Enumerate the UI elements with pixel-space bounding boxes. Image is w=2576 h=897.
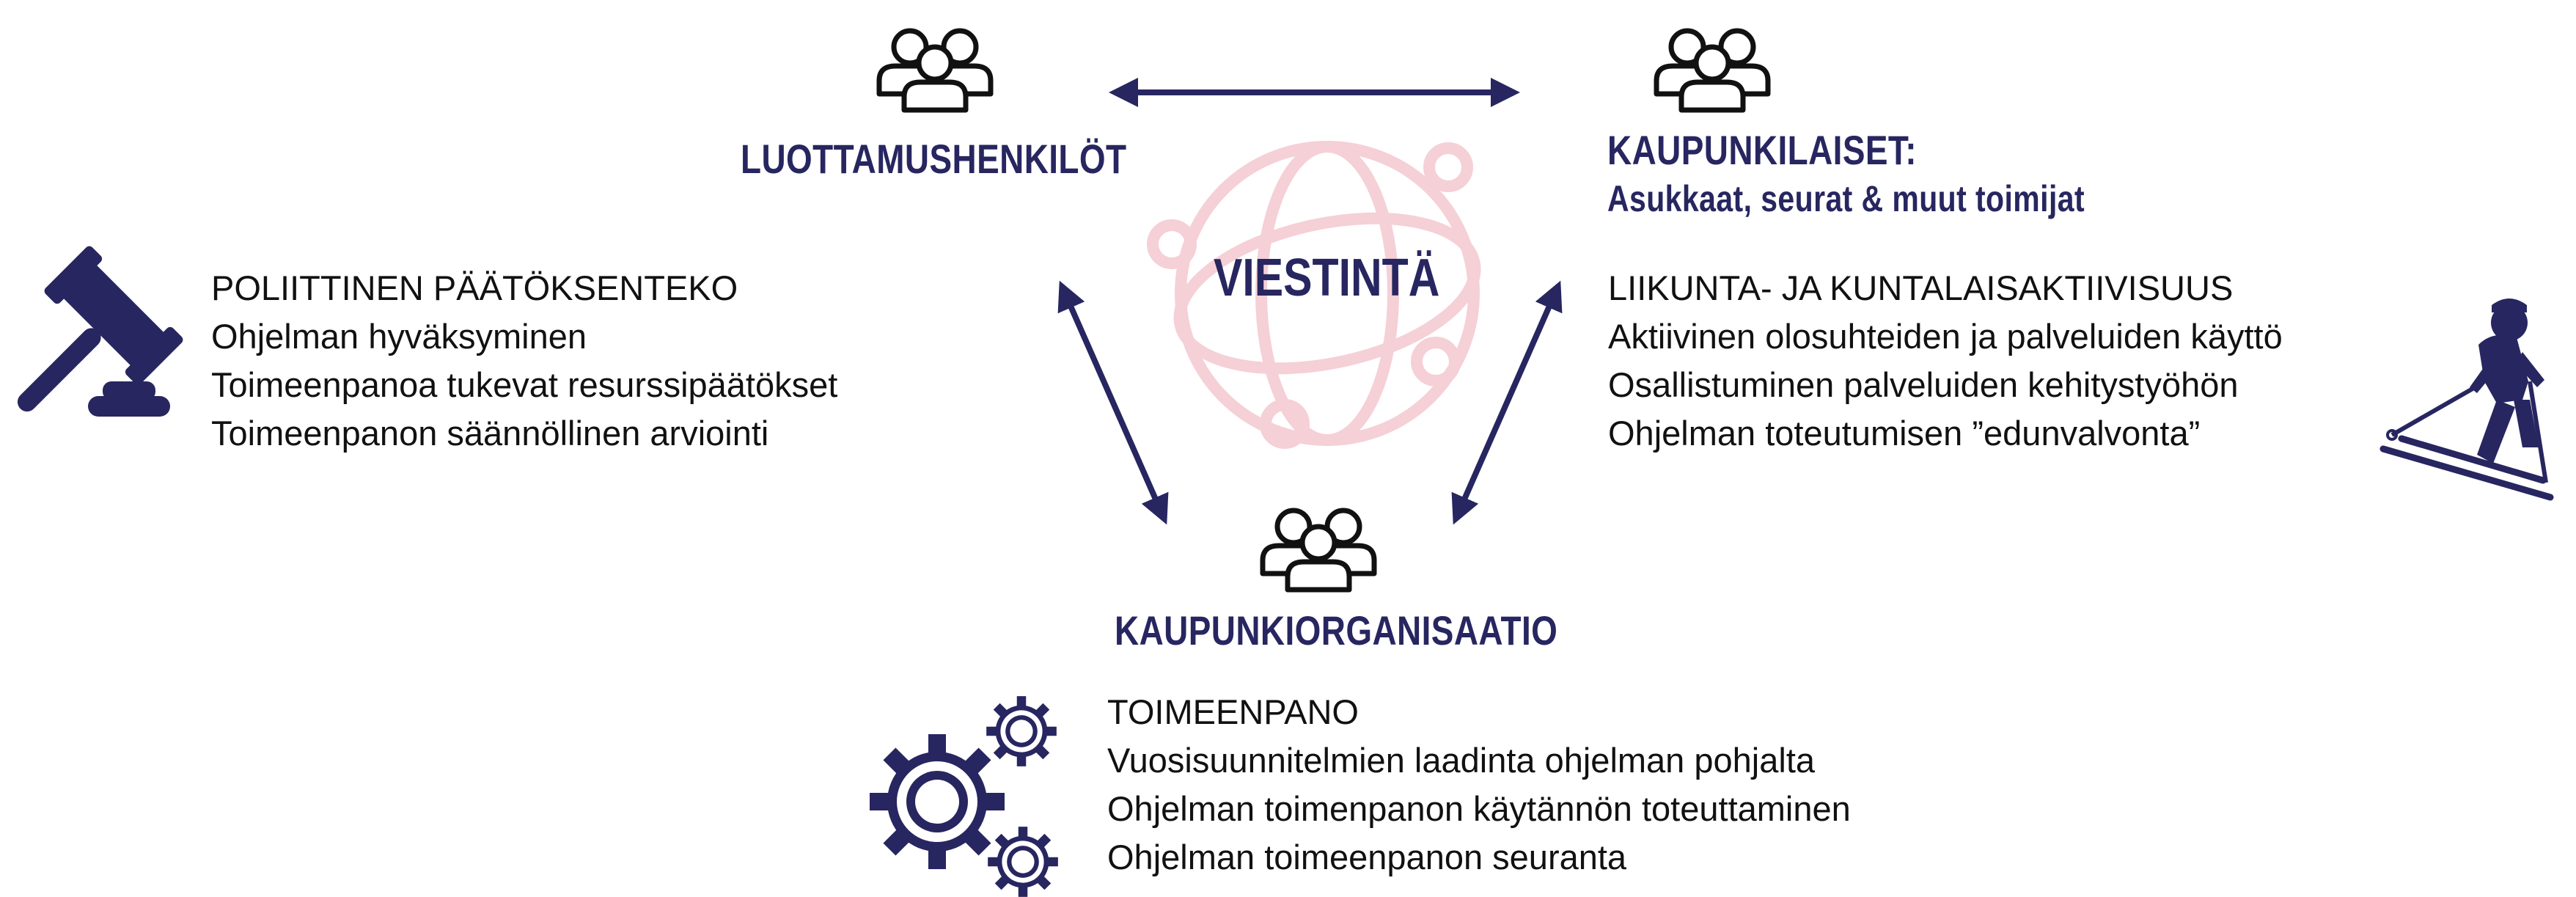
center-label: VIESTINTÄ	[1214, 249, 1440, 307]
arrow-residents-organization	[1451, 280, 1563, 525]
people-group-icon	[879, 31, 991, 110]
gavel-icon	[17, 246, 183, 417]
implementation-block: TOIMEENPANO Vuosisuunnitelmien laadinta …	[1107, 688, 1851, 882]
implementation-line: Vuosisuunnitelmien laadinta ohjelman poh…	[1107, 741, 1816, 780]
political-line: Toimeenpanoa tukevat resurssipäätökset	[211, 365, 838, 404]
arrow-officials-organization	[1057, 280, 1169, 525]
people-group-icon	[1656, 31, 1768, 110]
implementation-heading: TOIMEENPANO	[1107, 692, 1359, 731]
activity-line: Ohjelman toteutumisen ”edunvalvonta”	[1608, 414, 2201, 453]
actor-title-residents: KAUPUNKILAISET:	[1607, 127, 1917, 173]
actor-subtitle-residents: Asukkaat, seurat & muut toimijat	[1607, 178, 2085, 219]
skier-icon	[2379, 299, 2554, 501]
activity-line: Aktiivinen olosuhteiden ja palveluiden k…	[1608, 317, 2283, 356]
political-line: Toimeenpanon säännöllinen arviointi	[211, 414, 769, 453]
people-group-icon	[1263, 510, 1374, 590]
implementation-line: Ohjelman toimenpanon käytännön toteuttam…	[1107, 789, 1851, 828]
political-heading: POLIITTINEN PÄÄTÖKSENTEKO	[211, 268, 738, 307]
activity-block: LIIKUNTA- JA KUNTALAISAKTIIVISUUS Aktiiv…	[1608, 264, 2283, 458]
activity-heading: LIIKUNTA- JA KUNTALAISAKTIIVISUUS	[1608, 268, 2234, 307]
implementation-line: Ohjelman toimeenpanon seuranta	[1107, 838, 1627, 876]
actor-title-city-organization: KAUPUNKIORGANISAATIO	[1115, 607, 1558, 653]
gears-icon	[870, 696, 1058, 897]
actor-title-elected-officials: LUOTTAMUSHENKILÖT	[741, 136, 1127, 182]
political-block: POLIITTINEN PÄÄTÖKSENTEKO Ohjelman hyväk…	[211, 264, 837, 458]
activity-line: Osallistuminen palveluiden kehitystyöhön	[1608, 365, 2239, 404]
political-line: Ohjelman hyväksyminen	[211, 317, 587, 356]
